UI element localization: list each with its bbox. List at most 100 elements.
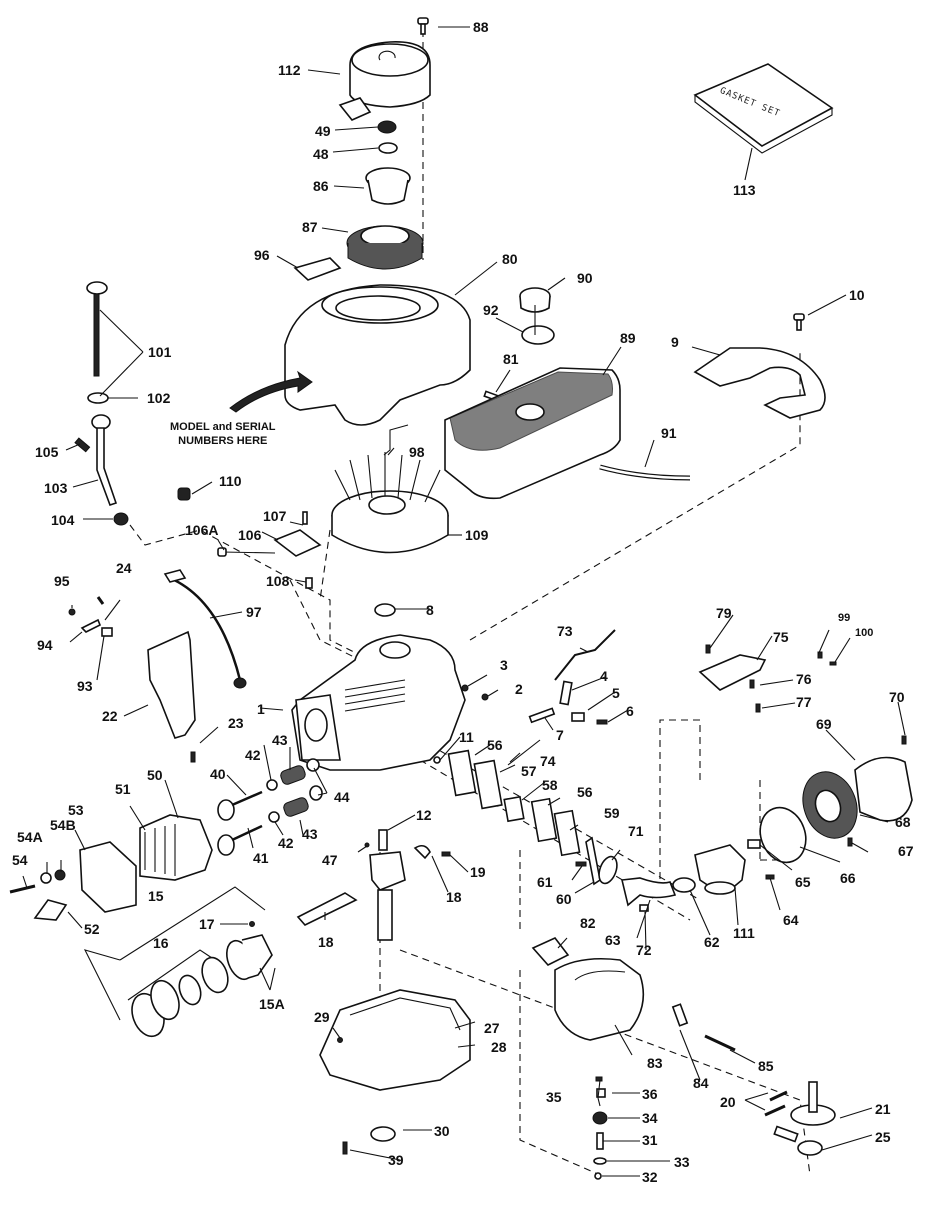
o-ring-102 xyxy=(87,392,109,404)
part-label: 106 xyxy=(238,527,262,543)
part-label: 103 xyxy=(44,480,68,496)
fuel-line-91 xyxy=(599,465,691,480)
clamp-5 xyxy=(571,712,585,722)
part-label: 91 xyxy=(661,425,677,441)
part-label: 2 xyxy=(515,681,523,697)
part-label: 67 xyxy=(898,843,914,859)
part-label: 15 xyxy=(148,888,164,904)
part-label: 3 xyxy=(500,657,508,673)
ignition-armature-106 xyxy=(217,529,322,557)
part-label: 68 xyxy=(895,814,911,830)
shaft-31 xyxy=(596,1132,604,1150)
part-label: 56 xyxy=(487,737,503,753)
part-label: 1 xyxy=(257,701,265,717)
piston-15A xyxy=(226,934,273,981)
part-label: 60 xyxy=(556,891,572,907)
part-label: 47 xyxy=(322,852,338,868)
part-label: 64 xyxy=(783,912,799,928)
part-label: 53 xyxy=(68,802,84,818)
fuel-pump-21 xyxy=(790,1081,836,1126)
model-serial-note-line2: NUMBERS HERE xyxy=(178,434,268,447)
nut-34 xyxy=(592,1111,608,1125)
screw-61 xyxy=(575,861,587,867)
pin-35 xyxy=(595,1076,603,1082)
screw-3 xyxy=(461,684,469,692)
retainer-42b xyxy=(268,811,280,823)
part-label: 96 xyxy=(254,247,270,263)
gasket-71 xyxy=(598,855,618,885)
part-label: 48 xyxy=(313,146,329,162)
part-label: 57 xyxy=(521,763,537,779)
screw-105 xyxy=(74,437,91,453)
part-label: 34 xyxy=(642,1110,658,1126)
part-label: 97 xyxy=(246,604,262,620)
insulator-57 xyxy=(473,759,503,810)
spring-76 xyxy=(749,679,755,689)
ground-wire-97 xyxy=(169,576,242,681)
part-label: 42 xyxy=(245,747,261,763)
part-label: 77 xyxy=(796,694,812,710)
part-label: 40 xyxy=(210,766,226,782)
screws-20 xyxy=(764,1090,788,1117)
part-label: 28 xyxy=(491,1039,507,1055)
shield-22 xyxy=(147,630,196,739)
bracket-53 xyxy=(79,841,137,913)
part-label: 107 xyxy=(263,508,287,524)
connecting-rod-18 xyxy=(296,892,358,926)
screw-19 xyxy=(441,851,451,857)
washer-32 xyxy=(594,1172,602,1180)
flywheel-109 xyxy=(331,452,449,554)
blower-housing-80 xyxy=(284,284,471,426)
screw-95 xyxy=(68,608,76,616)
bolt-54 xyxy=(9,884,36,894)
valve-40 xyxy=(217,790,263,821)
part-label: 72 xyxy=(636,942,652,958)
part-label: 29 xyxy=(314,1009,330,1025)
gasket-set-113 xyxy=(693,63,834,154)
tube-60 xyxy=(585,836,601,886)
spring-43 xyxy=(280,765,306,785)
washer-100 xyxy=(829,661,837,666)
cylinder-head-50 xyxy=(139,814,213,881)
part-label: 63 xyxy=(605,932,621,948)
spring-43b xyxy=(283,797,309,817)
part-label: 100 xyxy=(855,627,874,639)
part-label: 69 xyxy=(816,716,832,732)
part-label: 62 xyxy=(704,934,720,950)
screw-23 xyxy=(190,751,196,763)
part-label: 12 xyxy=(416,807,432,823)
plate-59 xyxy=(553,809,581,857)
part-label: 10 xyxy=(849,287,865,303)
fuel-cap-90 xyxy=(519,287,551,313)
part-label: 102 xyxy=(147,390,171,406)
part-label: 5 xyxy=(612,685,620,701)
link-98 xyxy=(383,424,409,456)
bracket-93 xyxy=(101,627,113,637)
spring-7 xyxy=(528,707,556,724)
part-label: 30 xyxy=(434,1123,450,1139)
part-label: 111 xyxy=(733,925,755,941)
part-label: 84 xyxy=(693,1075,709,1091)
part-label: 82 xyxy=(580,915,596,931)
part-label: 18 xyxy=(446,889,462,905)
gasket-56b xyxy=(530,797,558,843)
screw-6 xyxy=(596,719,608,725)
part-label: 106A xyxy=(185,522,219,538)
model-serial-note-line1: MODEL and SERIAL xyxy=(170,421,276,433)
part-label: 33 xyxy=(674,1154,690,1170)
part-label: 54B xyxy=(50,817,76,833)
part-label: 70 xyxy=(889,689,905,705)
model-serial-arrow xyxy=(229,370,313,413)
plate-96 xyxy=(293,257,342,281)
screw-10 xyxy=(793,313,805,331)
guide-44 xyxy=(306,758,320,772)
nut-110 xyxy=(177,487,191,501)
part-label: 52 xyxy=(84,921,100,937)
air-cleaner-cover-69 xyxy=(854,756,913,822)
part-label: 7 xyxy=(556,727,564,743)
gasket-65 xyxy=(747,839,761,849)
part-label: 15A xyxy=(259,996,285,1012)
part-label: 43 xyxy=(302,826,318,842)
nut-54B xyxy=(54,869,66,881)
part-label: 99 xyxy=(838,612,851,624)
